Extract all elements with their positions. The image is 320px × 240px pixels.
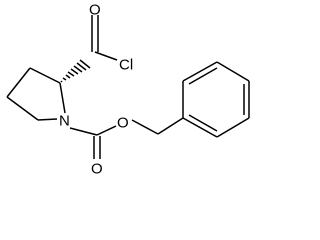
benzene-inner-double-bond: [188, 114, 218, 132]
hashed-wedge-bond: [60, 59, 91, 83]
ring-bond-c2-c3: [29, 67, 61, 84]
n-carbonyl-bond: [69, 127, 98, 136]
hash-line: [60, 80, 63, 83]
hash-line: [70, 68, 79, 75]
chlorine-label: Cl: [119, 57, 133, 74]
pyrrolidine-ring: [6, 67, 66, 121]
ring-bond-c5-n: [37, 118, 58, 121]
hash-line: [65, 74, 71, 79]
hash-line: [73, 65, 83, 73]
hash-line: [79, 59, 91, 69]
hash-line: [62, 77, 67, 81]
carbonyl-oxygen-label: O: [89, 2, 101, 19]
benzene-bond: [216, 61, 250, 82]
acyl-chloride-group: [91, 15, 118, 61]
ester-o-ch2-bond: [131, 119, 159, 135]
ester-oxygen-label: O: [117, 115, 129, 132]
hash-line: [67, 71, 75, 77]
atom-labels: O Cl N O O: [59, 2, 133, 178]
benzene-inner-double-bond: [188, 67, 218, 85]
ring-bond-c4-c5: [6, 96, 39, 121]
carbonyl-ester-o-bond: [96, 125, 117, 136]
benzene-bond: [182, 117, 218, 138]
benzene-bond: [182, 61, 218, 82]
benzene-ring: [182, 61, 250, 138]
ch2-phenyl-bond: [157, 117, 184, 135]
carbamate-group: [69, 117, 184, 159]
chemical-structure-diagram: O Cl N O O: [6, 2, 250, 178]
hash-line: [76, 62, 87, 71]
c-cl-bond: [94, 51, 118, 61]
ring-bond-c3-c4: [6, 67, 31, 98]
benzene-bond: [216, 117, 250, 138]
ring-nitrogen-label: N: [59, 113, 70, 130]
ring-bond-n-c2: [59, 82, 66, 114]
carbamate-carbonyl-oxygen-label: O: [91, 161, 103, 178]
